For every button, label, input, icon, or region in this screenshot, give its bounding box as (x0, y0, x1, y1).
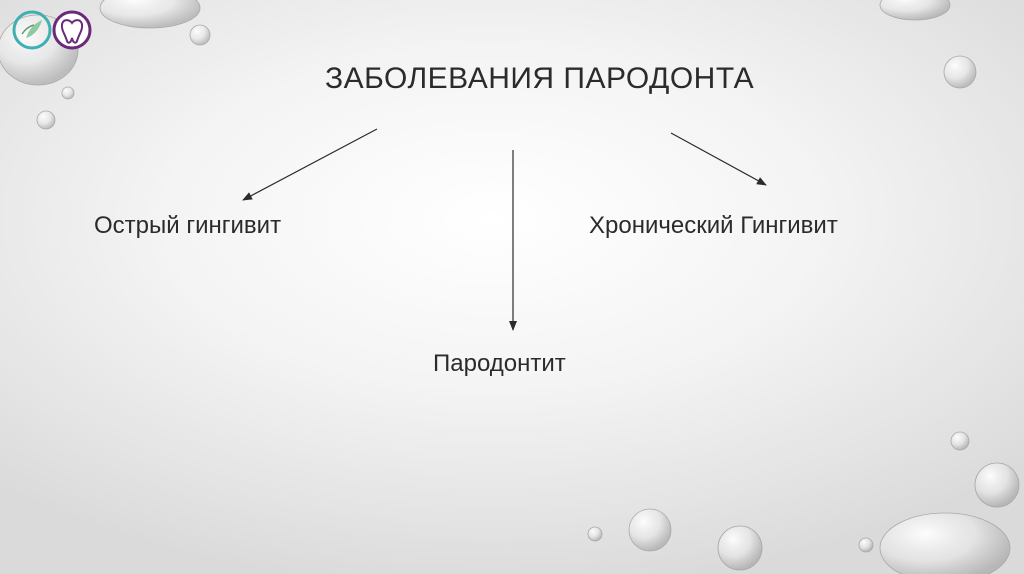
drop (36, 110, 56, 130)
drop (950, 431, 970, 451)
drop (943, 55, 977, 89)
drop (858, 537, 874, 553)
drop (99, 0, 201, 29)
drop (587, 526, 603, 542)
drop (717, 525, 763, 571)
slide-title: ЗАБОЛЕВАНИЯ ПАРОДОНТА (325, 62, 755, 95)
drop (61, 86, 75, 100)
drop (974, 462, 1020, 508)
drop (189, 24, 211, 46)
node-acute-gingivitis: Острый гингивит (94, 212, 282, 239)
node-periodontitis: Пародонтит (433, 350, 566, 377)
tooth-logo-icon (52, 10, 92, 50)
arrow-to-left-node (242, 128, 378, 201)
leaf-logo-icon (12, 10, 52, 50)
node-chronic-gingivitis: Хронический Гингивит (589, 212, 838, 239)
drop (879, 512, 1011, 574)
drop (628, 508, 672, 552)
arrow-to-right-node (670, 132, 767, 186)
drop (879, 0, 951, 21)
logo (12, 10, 92, 50)
